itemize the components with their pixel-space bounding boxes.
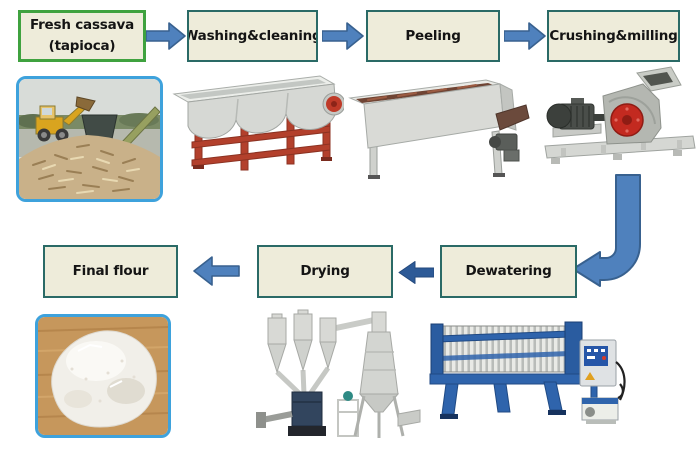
cassava-pile-photo <box>16 76 163 202</box>
washing-machine-photo <box>172 75 344 171</box>
process-box-crushing-milling: Crushing&milling <box>547 10 680 62</box>
process-label: Washing&cleaning <box>187 27 318 44</box>
dewatering-machine-photo <box>429 321 626 424</box>
cassava-pile-illustration <box>19 79 160 199</box>
process-box-dewatering: Dewatering <box>440 245 577 298</box>
drying-machine-photo <box>256 309 421 438</box>
process-box-final-flour: Final flour <box>43 245 178 298</box>
arrow-drying-to-final-flour-icon <box>193 256 240 286</box>
flour-pile-illustration <box>38 317 168 435</box>
arrow-dewatering-to-drying-icon <box>398 261 434 284</box>
crushing-machine-photo <box>544 66 696 164</box>
process-box-fresh-cassava: Fresh cassava (tapioca) <box>18 10 146 62</box>
process-label: Final flour <box>72 263 149 280</box>
process-label: Peeling <box>405 27 461 44</box>
final-flour-photo <box>35 314 171 438</box>
process-label: Dewatering <box>465 263 552 280</box>
process-label: Drying <box>300 263 350 280</box>
arrow-cassava-to-washing-icon <box>146 22 186 50</box>
peeling-machine-photo <box>348 79 530 179</box>
process-box-washing-cleaning: Washing&cleaning <box>187 10 318 62</box>
arrow-peeling-to-crushing-icon <box>504 22 546 50</box>
process-label: Crushing&milling <box>549 27 678 44</box>
process-box-drying: Drying <box>257 245 393 298</box>
process-box-peeling: Peeling <box>366 10 500 62</box>
arrow-washing-to-peeling-icon <box>322 22 364 50</box>
process-label: Fresh cassava (tapioca) <box>29 17 135 54</box>
arrow-crushing-to-dewatering-icon <box>572 174 641 287</box>
